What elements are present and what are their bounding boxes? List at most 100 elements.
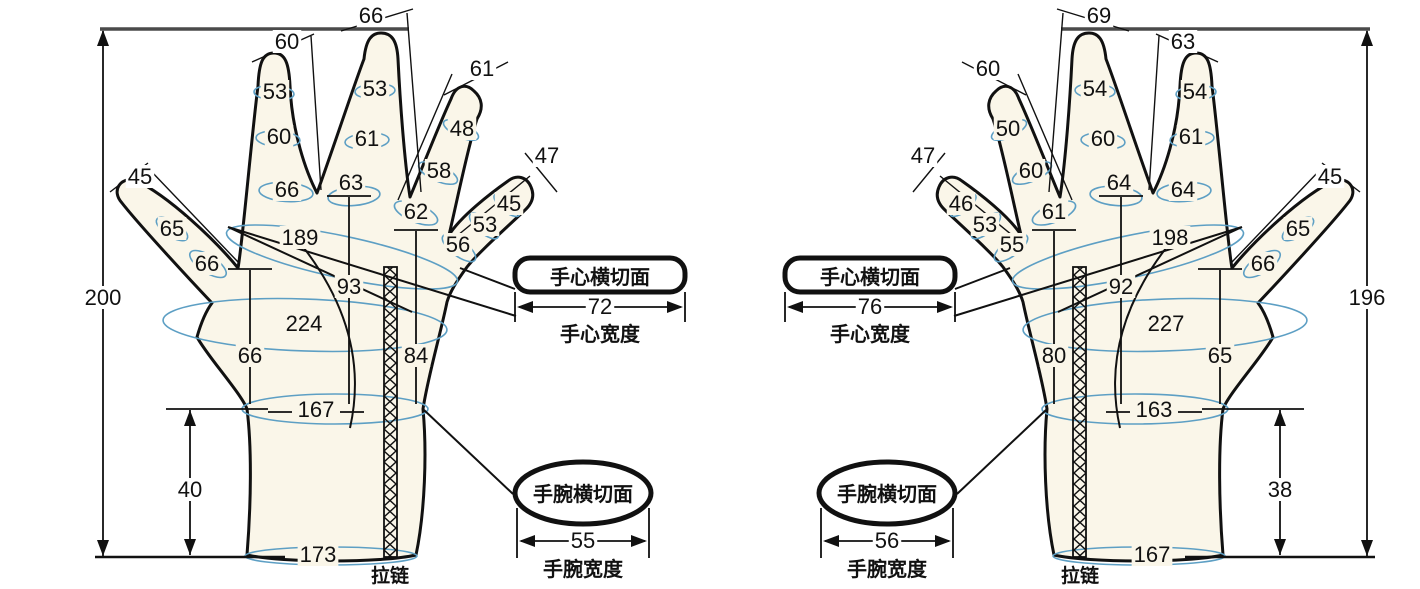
left-middle-base-label: 63 xyxy=(339,170,363,195)
label-mask xyxy=(855,295,885,318)
right-glove-panel: 196 38 45 65 66 63 54 61 64 69 54 60 64 … xyxy=(785,3,1388,587)
label-mask xyxy=(1283,217,1313,240)
right-middle-length-label: 69 xyxy=(1087,3,1111,28)
right-middle-mid-label: 60 xyxy=(1091,126,1115,151)
label-mask xyxy=(1131,543,1173,566)
label-mask xyxy=(1180,80,1210,103)
right-palm-length-label: 92 xyxy=(1109,274,1133,299)
right-palm-girth-label: 227 xyxy=(1148,311,1185,336)
left-ring-tip-label: 48 xyxy=(450,116,474,141)
left-wrist-width-value: 55 xyxy=(571,528,595,553)
label-mask xyxy=(1084,4,1114,27)
right-index-base-label: 64 xyxy=(1171,177,1195,202)
label-mask xyxy=(532,144,562,167)
label-mask xyxy=(993,117,1023,140)
right-wrist-width-value: 56 xyxy=(875,528,899,553)
right-pinky-mid-label: 53 xyxy=(973,212,997,237)
right-palm-width-value: 76 xyxy=(858,294,882,319)
label-mask xyxy=(334,275,364,298)
label-mask xyxy=(1088,127,1118,150)
left-index-length-label: 60 xyxy=(275,29,299,54)
left-cuff-length-label: 40 xyxy=(178,477,202,502)
label-mask xyxy=(1265,478,1295,501)
label-mask xyxy=(82,286,124,309)
label-mask xyxy=(872,529,902,552)
label-mask xyxy=(1205,344,1235,367)
label-mask xyxy=(997,233,1027,256)
label-mask xyxy=(295,398,337,421)
label-mask xyxy=(401,344,431,367)
left-thumb-mid-label: 65 xyxy=(160,216,184,241)
label-mask xyxy=(1016,159,1046,182)
right-middle-base-label: 64 xyxy=(1107,170,1131,195)
left-pinky-side-label: 84 xyxy=(404,343,428,368)
right-index-tip-label: 54 xyxy=(1183,79,1207,104)
left-index-tip-label: 53 xyxy=(263,79,287,104)
left-ring-mid-label: 58 xyxy=(427,158,451,183)
left-pinky-tip-label: 45 xyxy=(497,191,521,216)
label-mask xyxy=(175,478,205,501)
label-mask xyxy=(157,217,187,240)
left-palm-length-label: 93 xyxy=(337,274,361,299)
label-mask xyxy=(424,159,454,182)
left-palm-section-title: 手心横切面 xyxy=(550,265,650,289)
label-mask xyxy=(908,144,938,167)
label-mask xyxy=(970,213,1000,236)
left-ring-base-label: 62 xyxy=(404,199,428,224)
left-thumb-base-label: 66 xyxy=(195,251,219,276)
label-mask xyxy=(297,543,339,566)
label-mask xyxy=(1176,125,1206,148)
label-mask xyxy=(973,57,1003,80)
right-glove-labels: 196 38 45 65 66 63 54 61 64 69 54 60 64 … xyxy=(820,3,1388,587)
label-mask xyxy=(283,312,325,335)
left-pinky-base-label: 56 xyxy=(446,232,470,257)
right-thumb-base-label: 66 xyxy=(1251,251,1275,276)
right-pinky-side-label: 80 xyxy=(1042,343,1066,368)
right-wrist-section-title: 手腕横切面 xyxy=(837,482,937,506)
left-ring-length-label: 61 xyxy=(470,56,494,81)
label-mask xyxy=(1104,171,1134,194)
right-ring-length-label: 60 xyxy=(976,56,1000,81)
right-ring-tip-label: 50 xyxy=(996,116,1020,141)
left-index-mid-label: 60 xyxy=(267,124,291,149)
left-index-base-label: 66 xyxy=(275,177,299,202)
label-mask xyxy=(1080,77,1110,100)
left-pinky-mid-label: 53 xyxy=(473,212,497,237)
right-total-height-label: 196 xyxy=(1349,285,1386,310)
label-mask xyxy=(447,117,477,140)
right-ring-mid-label: 60 xyxy=(1019,158,1043,183)
right-index-mid-label: 61 xyxy=(1179,124,1203,149)
label-mask xyxy=(494,192,524,215)
label-mask xyxy=(235,344,265,367)
label-mask xyxy=(260,80,290,103)
label-mask xyxy=(1168,30,1198,53)
left-glove-panel: 200 40 45 65 66 60 53 60 66 66 53 61 63 … xyxy=(82,3,685,587)
label-mask xyxy=(585,295,615,318)
left-palm-width-label: 手心宽度 xyxy=(560,322,641,346)
label-mask xyxy=(1248,252,1278,275)
label-mask xyxy=(568,529,598,552)
label-mask xyxy=(192,252,222,275)
label-mask xyxy=(1106,275,1136,298)
label-mask xyxy=(1168,178,1198,201)
left-total-height-label: 200 xyxy=(85,285,122,310)
left-palm-girth-label: 224 xyxy=(286,311,323,336)
right-knuckle-girth-label: 198 xyxy=(1152,225,1189,250)
left-glove-labels: 200 40 45 65 66 60 53 60 66 66 53 61 63 … xyxy=(82,3,650,587)
left-wrist-section-title: 手腕横切面 xyxy=(533,482,633,506)
label-mask xyxy=(1133,398,1175,421)
right-thumb-mid-label: 65 xyxy=(1286,216,1310,241)
right-palm-section-title: 手心横切面 xyxy=(820,265,920,289)
right-ring-base-label: 61 xyxy=(1042,199,1066,224)
label-mask xyxy=(125,165,155,188)
label-mask xyxy=(401,200,431,223)
label-mask xyxy=(272,30,302,53)
left-thumb-length-label: 45 xyxy=(128,164,152,189)
label-mask xyxy=(1346,286,1388,309)
right-wrist-width-label: 手腕宽度 xyxy=(847,557,928,581)
left-cuff-girth-label: 173 xyxy=(300,542,337,567)
right-pinky-base-label: 55 xyxy=(1000,232,1024,257)
right-index-length-label: 63 xyxy=(1171,29,1195,54)
label-mask xyxy=(360,77,390,100)
